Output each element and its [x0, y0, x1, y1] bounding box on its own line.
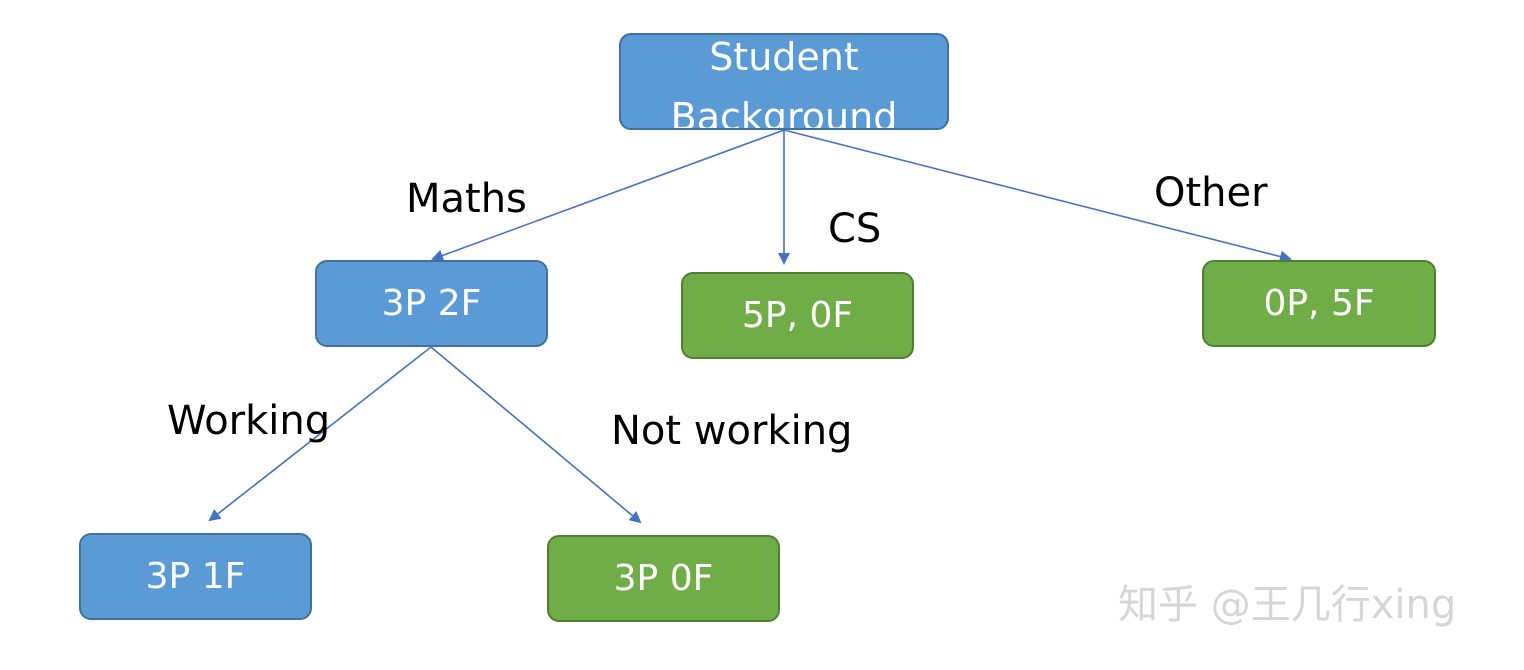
edge-label-maths: Maths	[406, 176, 527, 222]
edge-root-maths	[431, 129, 785, 262]
node-not-working-result: 3P 0F	[547, 535, 780, 622]
node-maths-result-label: 3P 2F	[381, 282, 482, 324]
node-cs-result: 5P, 0F	[681, 272, 914, 359]
node-working-result-label: 3P 1F	[145, 555, 246, 597]
node-other-result: 0P, 5F	[1202, 260, 1436, 347]
edge-maths-working	[208, 346, 432, 522]
watermark: 知乎 @王几行xing	[1118, 582, 1457, 628]
node-other-result-label: 0P, 5F	[1263, 282, 1375, 324]
node-working-result: 3P 1F	[79, 533, 312, 620]
node-maths-result: 3P 2F	[315, 260, 548, 347]
node-student-background-label: Student Background	[670, 35, 898, 130]
edge-label-working: Working	[167, 398, 331, 444]
edge-maths-notworking	[430, 346, 642, 524]
edge-label-not-working: Not working	[611, 408, 853, 454]
edge-root-other	[783, 129, 1292, 263]
edge-label-cs: CS	[828, 206, 882, 252]
edge-label-other: Other	[1154, 170, 1268, 216]
node-cs-result-label: 5P, 0F	[741, 294, 854, 336]
node-student-background: Student Background	[619, 33, 949, 130]
node-not-working-result-label: 3P 0F	[613, 557, 714, 599]
